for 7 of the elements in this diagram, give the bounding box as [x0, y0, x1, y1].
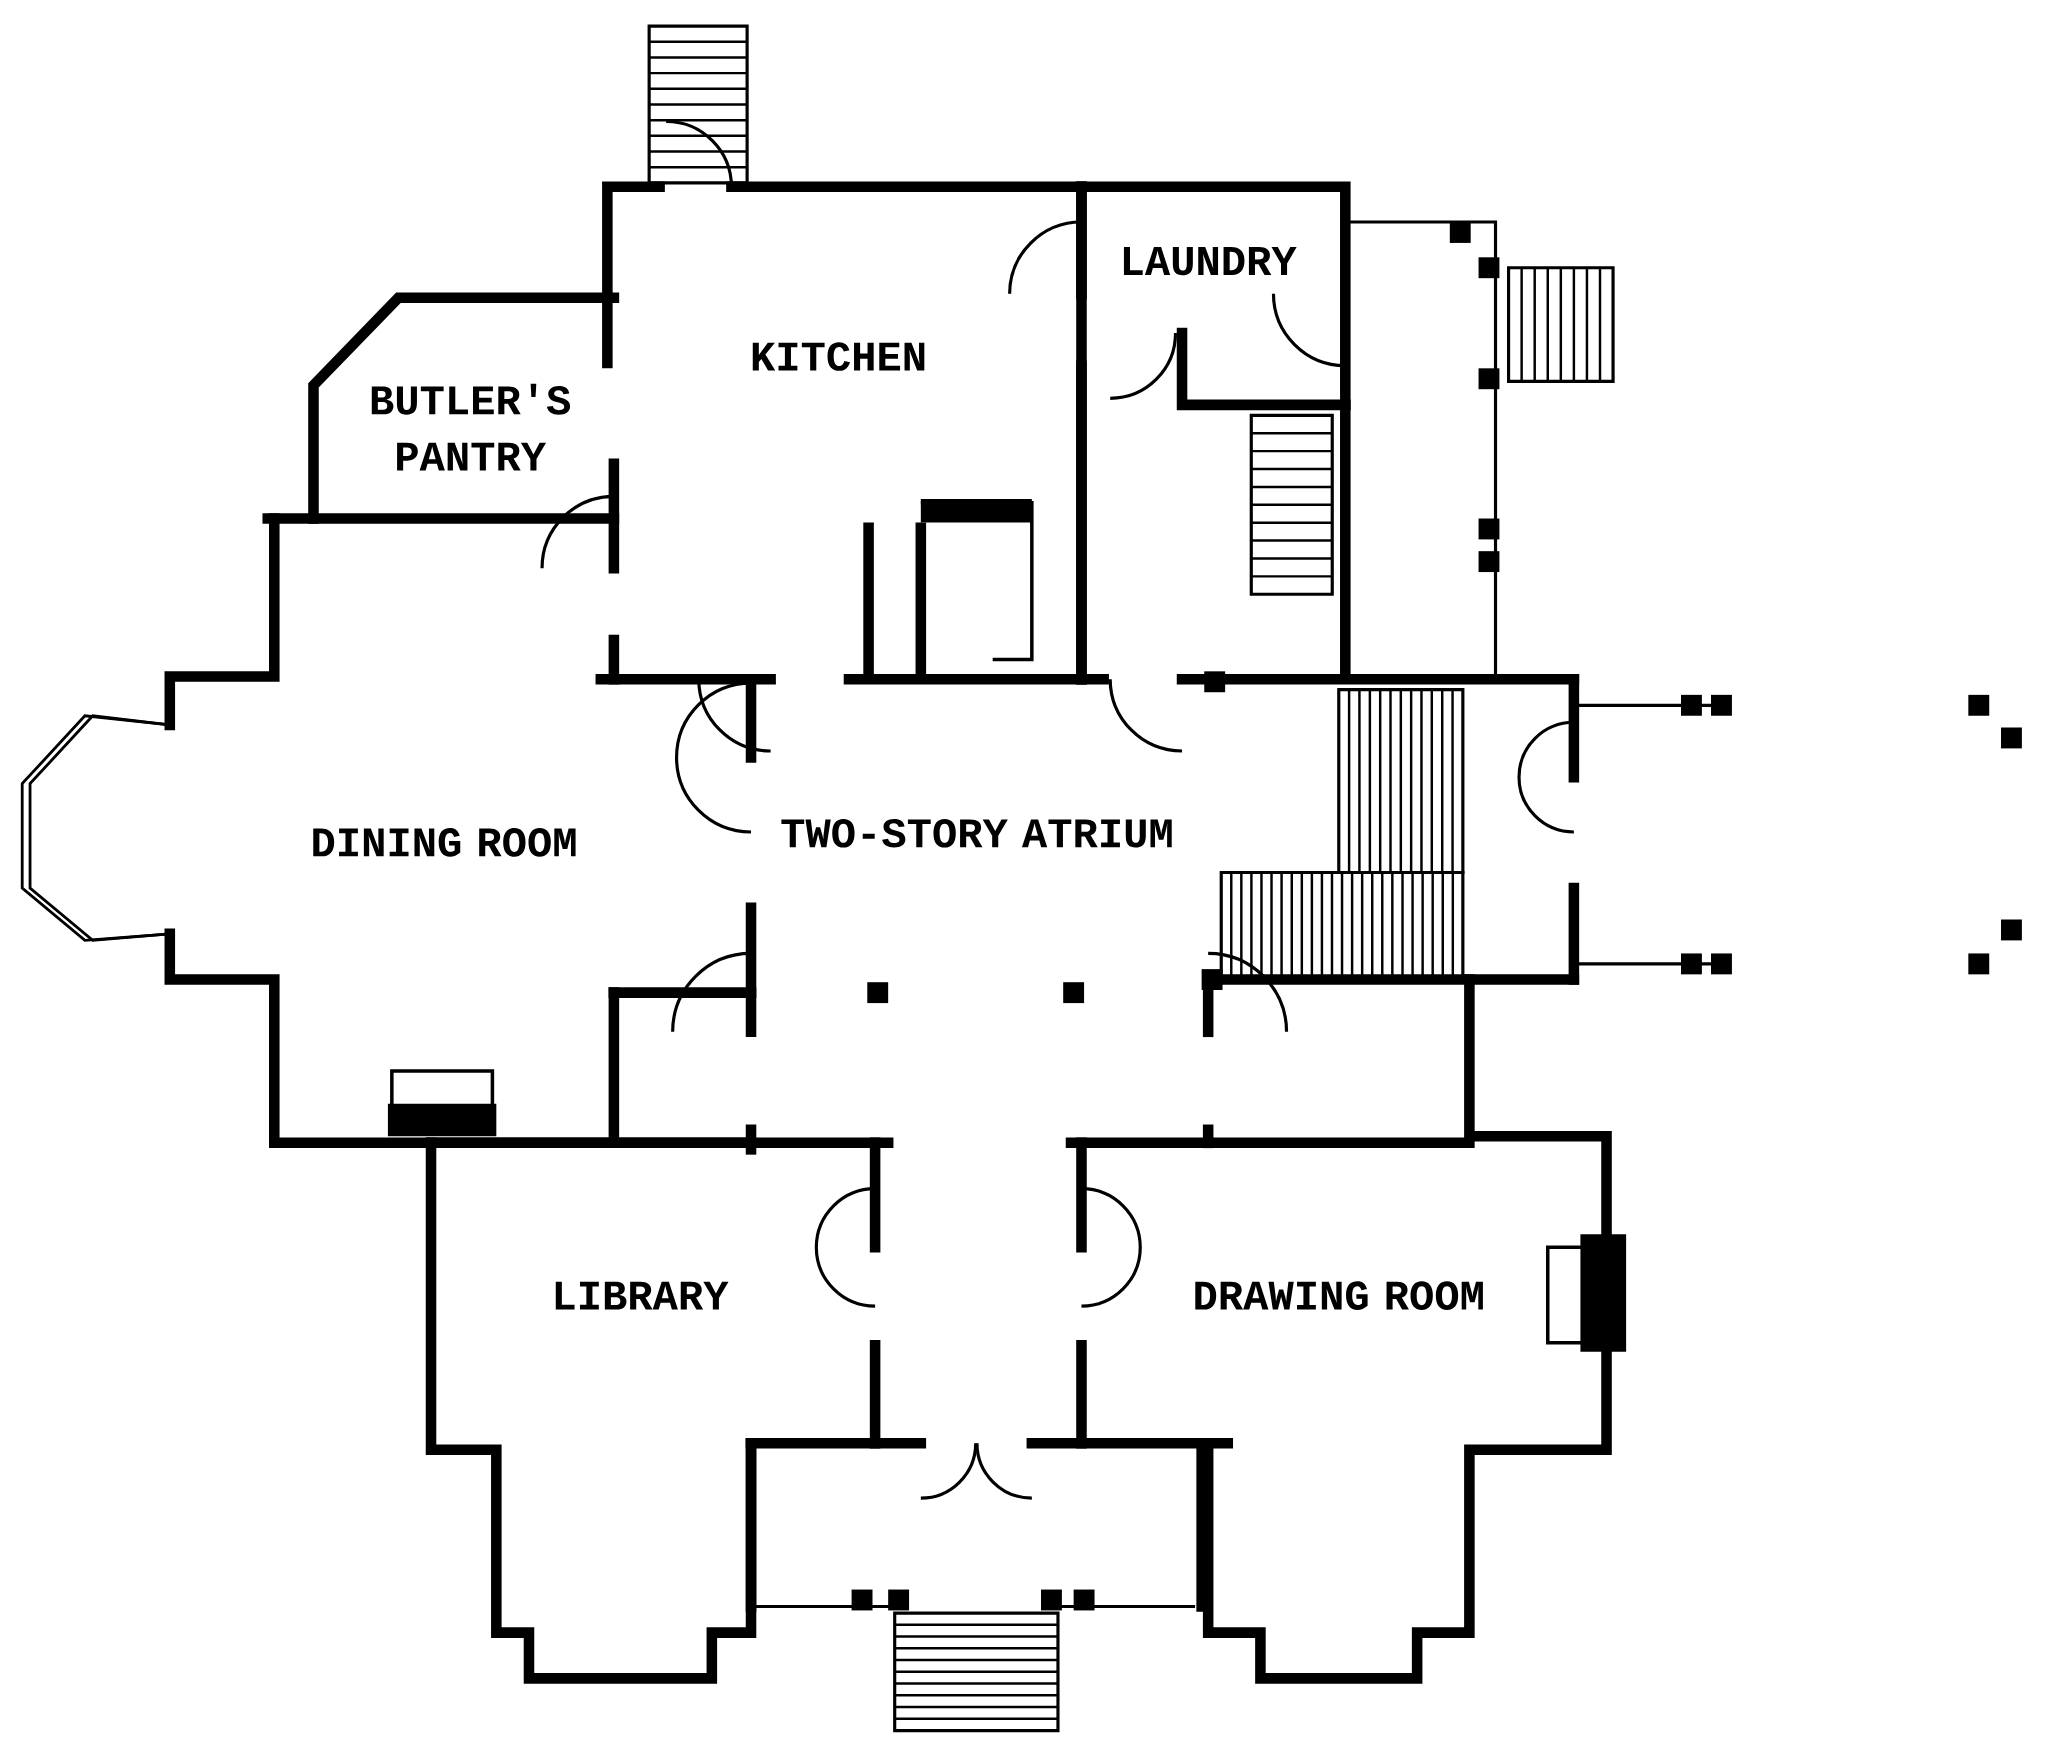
room-label: DRAWING ROOM — [1195, 1281, 1483, 1310]
room-label: BUTLER'S PANTRY — [371, 383, 571, 471]
room-label: LIBRARY — [555, 1281, 729, 1310]
room-label: TWO-STORY ATRIUM — [781, 819, 1172, 848]
room-label: LAUNDRY — [1123, 247, 1297, 276]
room-label: KITCHEN — [752, 342, 925, 371]
room-label: DINING ROOM — [313, 828, 576, 857]
